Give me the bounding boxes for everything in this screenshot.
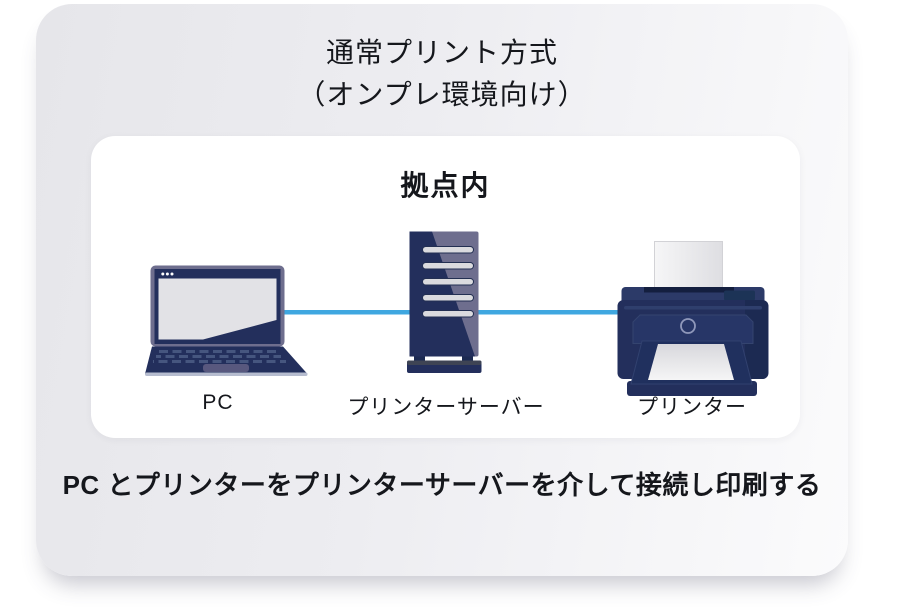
window-dots-icon (161, 272, 174, 276)
title-line-1: 通常プリント方式 (325, 37, 558, 68)
printer-power-button (680, 318, 696, 334)
zone-label: 拠点内 (400, 170, 491, 201)
title-line-2: （オンプレ環境向け） (297, 79, 587, 110)
node-label-printer: プリンター (637, 396, 747, 419)
node-label-printer-server: プリンターサーバー (347, 396, 545, 419)
printed-sheet (648, 344, 734, 380)
printer-icon (617, 241, 769, 396)
server-icon (407, 231, 482, 373)
diagram-title: 通常プリント方式 （オンプレ環境向け） (36, 32, 848, 116)
devices-illustration (145, 231, 769, 396)
laptop-trackpad (203, 364, 249, 372)
diagram-card: 通常プリント方式 （オンプレ環境向け） 拠点内 (36, 4, 848, 576)
site-boundary-box: 拠点内 (91, 136, 800, 438)
printer-stand (627, 381, 757, 396)
caption-text: PC とプリンターをプリンターサーバーを介して接続し印刷する (62, 470, 822, 500)
laptop-icon (145, 265, 308, 376)
server-vent-slots (422, 246, 474, 318)
laptop-keyboard (153, 350, 286, 363)
node-label-pc: PC (202, 391, 234, 414)
